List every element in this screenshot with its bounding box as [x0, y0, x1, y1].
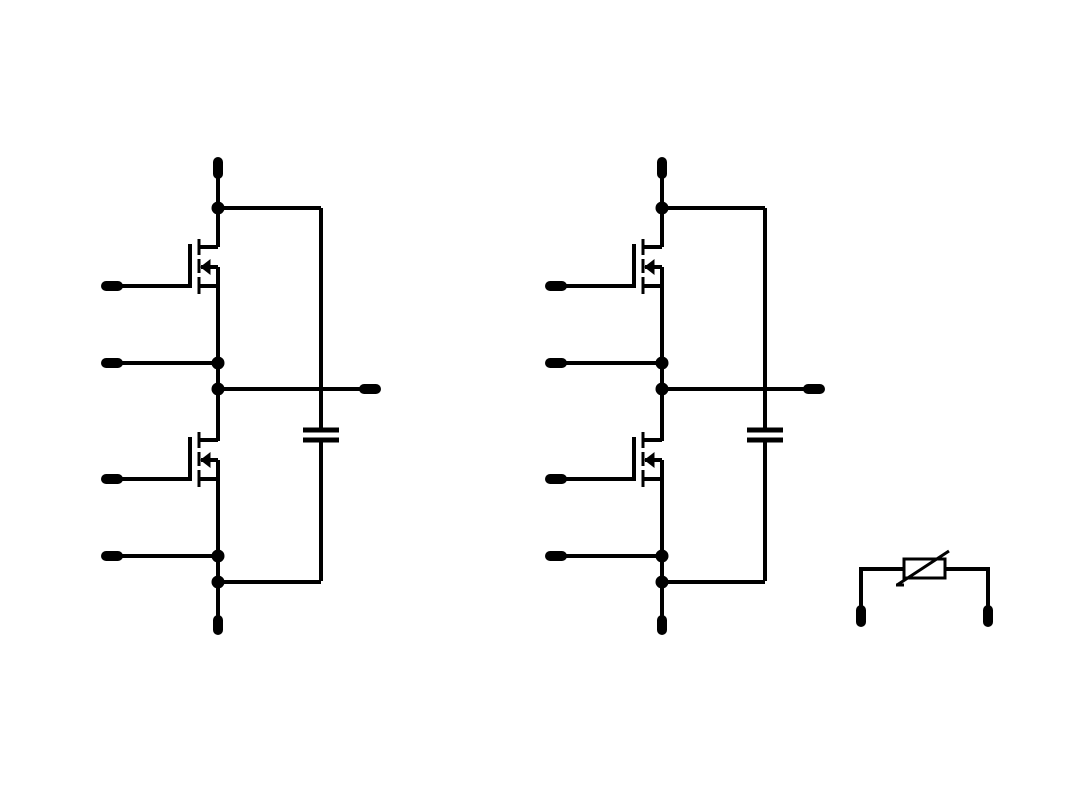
junction-dot: [655, 201, 669, 215]
low-side-mosfet: [553, 399, 664, 489]
junction-dot: [655, 382, 669, 396]
snubber-capacitor: [747, 389, 783, 581]
junction-dot: [211, 575, 225, 589]
low-side-mosfet: [109, 399, 220, 489]
high-side-mosfet: [553, 206, 664, 296]
junction-dot: [655, 575, 669, 589]
junction-dot: [211, 356, 225, 370]
junction-dot: [211, 382, 225, 396]
snubber-capacitor: [303, 389, 339, 581]
thermistor: [856, 549, 993, 627]
junction-dot: [655, 356, 669, 370]
junction-dot: [211, 549, 225, 563]
high-side-mosfet: [109, 206, 220, 296]
half-bridge-module-1: [101, 157, 381, 635]
half-bridge-module-2: [545, 157, 825, 635]
junction-dot: [211, 201, 225, 215]
junction-dot: [655, 549, 669, 563]
thermistor-slash: [896, 549, 950, 587]
